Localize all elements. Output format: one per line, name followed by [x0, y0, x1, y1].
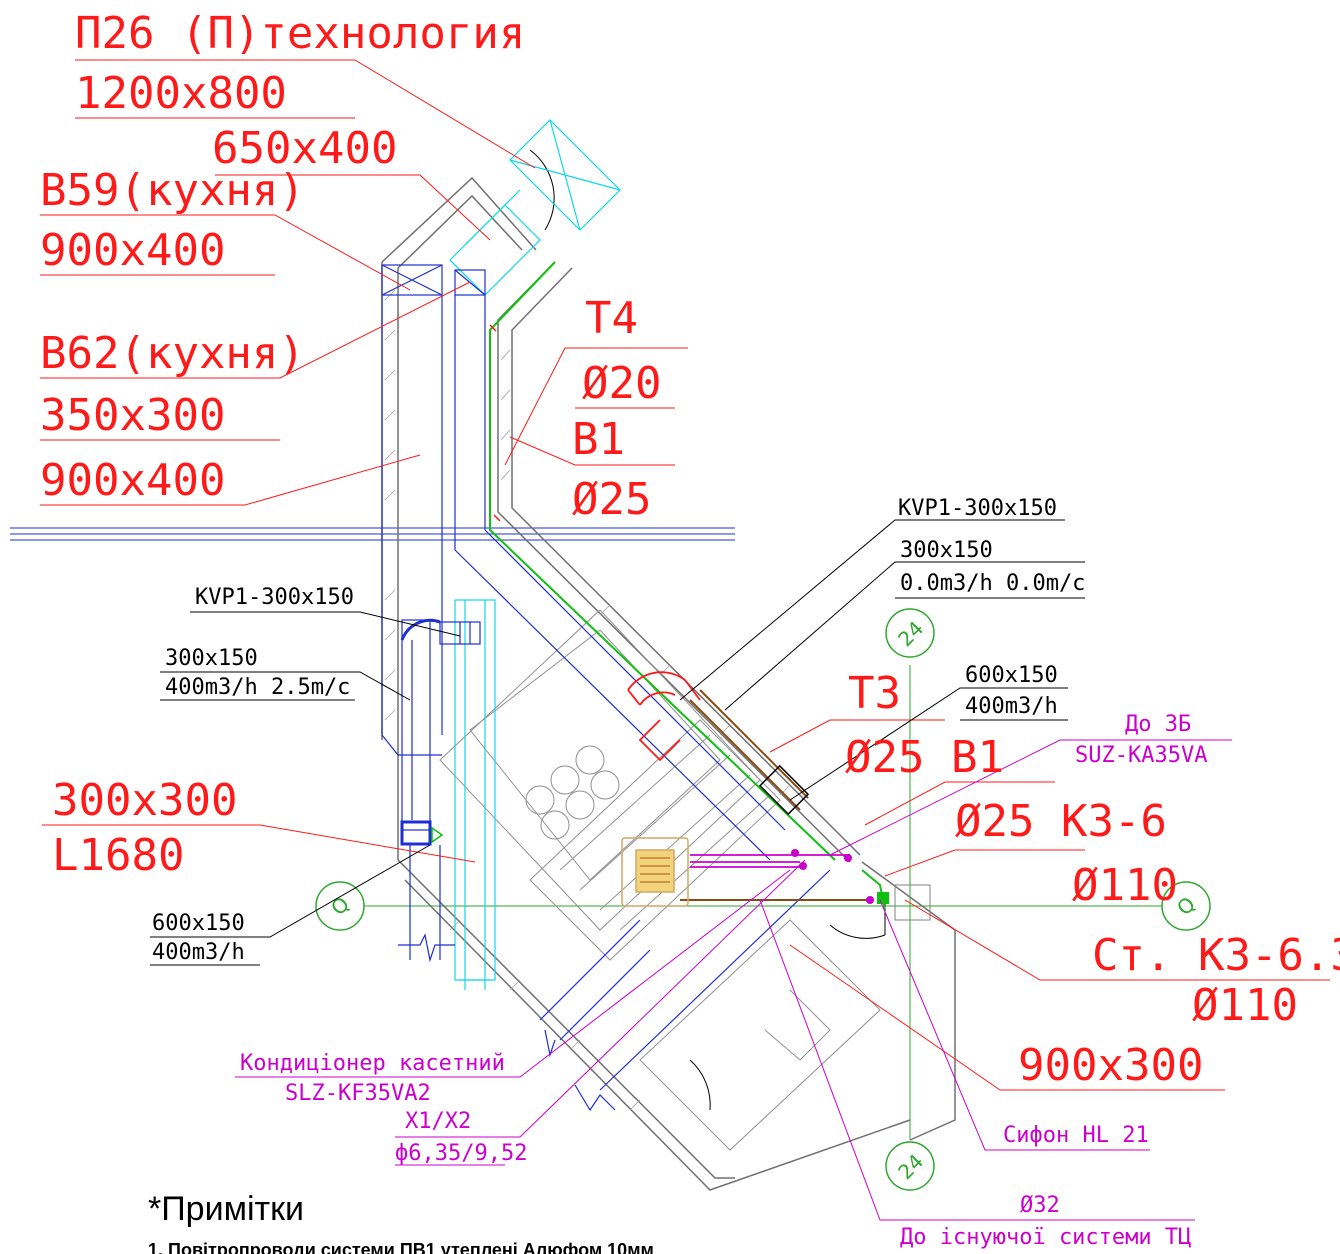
wall-top-inner [397, 194, 523, 269]
door-arc-top [529, 149, 555, 231]
notes-line-1: 1. Повітропроводи системи ПВ1 утеплені А… [148, 1240, 654, 1254]
counter-area [639, 919, 881, 1151]
duct-650-transition [449, 204, 541, 296]
duct-b59-box [381, 264, 443, 296]
grille-arrow [431, 826, 444, 844]
label-b59-size: 900x400 [40, 225, 225, 276]
label-kvp-left-size: 300x150 [165, 646, 258, 671]
label-b59-title: В59(кухня) [40, 165, 305, 216]
label-t4-dia: Ø20 [582, 358, 661, 409]
label-b62-size2: 900x400 [40, 455, 225, 506]
shaft-walls [381, 176, 956, 1191]
label-kvp-left-flow: 400m3/h 2.5m/c [165, 675, 350, 700]
label-t4: Т4 [585, 293, 638, 344]
label-grille-right-flow: 400m3/h [965, 694, 1058, 719]
duct-p26-cyan [449, 119, 621, 990]
label-conditioner: Кондиціонер касетний [240, 1051, 505, 1076]
label-do3b: До 3Б [1125, 712, 1191, 737]
label-d32: Ø32 [1020, 1193, 1060, 1218]
ac-cassette-grille [635, 849, 675, 893]
grid-bubble-24-top [885, 608, 935, 658]
wall-corner [861, 861, 956, 1141]
door-frame [894, 884, 931, 921]
wall-hatch [384, 289, 791, 1111]
wall-right-outer [511, 267, 861, 856]
grid-bubble-q-left [315, 881, 365, 931]
grid-bubble-q-right [1161, 881, 1211, 931]
label-b1-top-dia: Ø25 [572, 474, 651, 525]
sink-outline [764, 989, 831, 1061]
label-t3-b1: Ø25 В1 [845, 732, 1004, 783]
kvp-right-elbow [627, 671, 701, 762]
pipe-green [431, 261, 889, 911]
label-grille-left-flow: 400m3/h [152, 940, 245, 965]
floor-slab-lines [10, 527, 735, 541]
wall-bottom-inner [397, 859, 735, 1179]
ac-cassette-body [621, 837, 689, 907]
duct-blue [381, 264, 831, 1112]
door-arc-2 [689, 1059, 711, 1111]
label-st-k3-dia: Ø110 [1192, 980, 1298, 1031]
siphon-marker [877, 892, 889, 904]
grid-bubbles [315, 608, 1211, 1191]
leaders-black [150, 519, 1085, 966]
label-duct-650: 650x400 [212, 123, 397, 174]
leaders-red [40, 59, 1330, 1091]
label-kvp-right-flow: 0.0m3/h 0.0m/c [900, 571, 1085, 596]
label-t3: Т3 [848, 668, 901, 719]
refrigerant-lines [690, 854, 850, 868]
label-b1-top: В1 [572, 414, 625, 465]
table-inner [469, 629, 721, 881]
label-siphon: Сифон HL 21 [1003, 1123, 1149, 1148]
label-x-dia: ф6,35/9,52 [395, 1141, 527, 1166]
label-suz: SUZ-KA35VA [1075, 743, 1207, 768]
label-grille-right-size: 600x150 [965, 663, 1058, 688]
label-kvp-left: KVP1-300x150 [195, 585, 354, 610]
ac-cassette-unit [621, 837, 689, 907]
stripes-area [529, 719, 781, 961]
door-arc-1 [829, 924, 886, 939]
label-duct-900x300: 900x300 [1018, 1040, 1203, 1091]
notes-title: *Примітки [148, 1190, 304, 1228]
label-b62-size1: 350x300 [40, 390, 225, 441]
label-b62-title: В62(кухня) [40, 328, 305, 379]
wall-bottom-outer [404, 879, 911, 1191]
label-grille-left-size: 600x150 [152, 911, 245, 936]
pipe-red-marks [489, 324, 501, 522]
label-to-tc: До існуючої системи ТЦ [900, 1225, 1191, 1250]
label-kvp-right: KVP1-300x150 [898, 496, 1057, 521]
label-p26-size: 1200x800 [75, 68, 287, 119]
wall-top-outer [381, 176, 537, 263]
label-slz: SLZ-KF35VA2 [285, 1081, 431, 1106]
label-x1x2: X1/X2 [405, 1109, 471, 1134]
label-duct-300x300: 300x300 [52, 775, 237, 826]
label-kvp-right-size: 300x150 [900, 538, 993, 563]
label-p26-title: П26 (П)технология [75, 8, 525, 59]
connection-dots [791, 849, 874, 904]
wall-right-inner [497, 261, 851, 863]
leaders-magenta [235, 739, 1232, 1221]
label-duct-len: L1680 [52, 830, 184, 881]
grid-bubble-24-bottom [885, 1141, 935, 1191]
pipe-brown [680, 689, 870, 901]
pipe-t4-b1 [489, 261, 836, 861]
duct-300x150-riser [401, 619, 431, 831]
duct-b62-box [454, 269, 486, 296]
furniture [439, 609, 881, 1151]
label-k3-6-dia: Ø110 [1072, 860, 1178, 911]
label-st-k3: Ст. К3-6.3 [1092, 930, 1340, 981]
grille-right [758, 764, 810, 816]
label-k3-6: Ø25 К3-6 [955, 796, 1167, 847]
